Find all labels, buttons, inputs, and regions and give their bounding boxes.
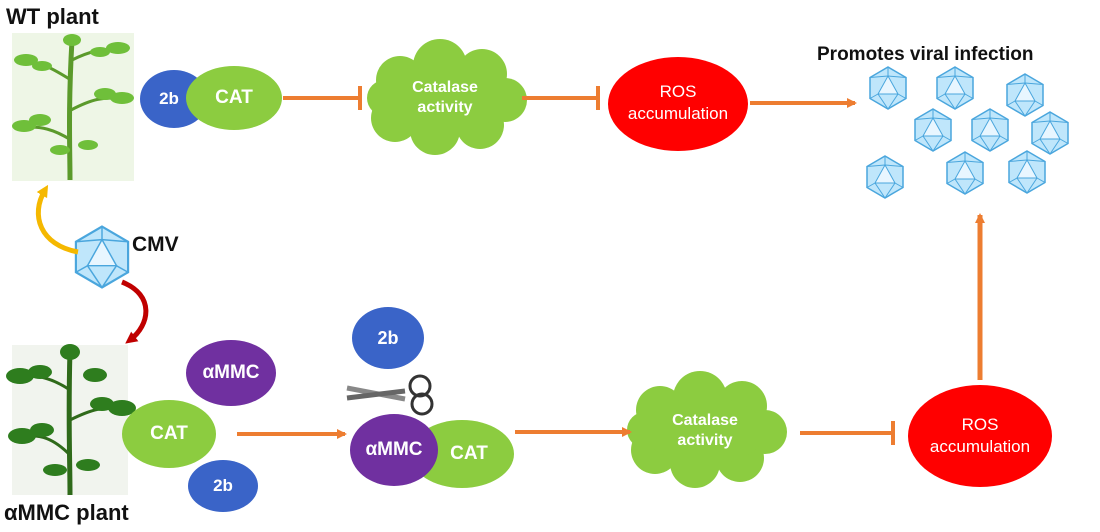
complex-ammc-protein: αMMC [350,414,438,486]
top-catalase-line2: activity [417,99,473,116]
released-2b-label: 2b [377,327,399,348]
cmv-virus-icon [74,225,130,289]
free-ammc-label: αMMC [202,362,260,383]
bottom-ros-node [908,385,1052,487]
top-ros-line2: accumulation [627,104,729,123]
free-cat-protein: CAT [122,400,216,468]
virus-particle-icon [866,155,904,199]
bottom-ros-text: ROS accumulation [908,414,1052,458]
bottom-catalase-line1: Catalase [672,412,738,429]
virus-particle-icon [946,151,984,195]
top-inhibit-catalase-to-ros [522,86,600,110]
wt-plant-label: WT plant [6,4,99,29]
arrow-cmv-to-ammc [120,279,149,344]
virus-particle-icon [869,66,907,110]
complex-ammc-label: αMMC [365,439,423,460]
ammc-plant-label: αMMC plant [4,500,129,525]
top-catalase-line1: Catalase [412,79,478,96]
top-catalase-cloud [367,39,527,155]
bottom-ros-line2: accumulation [929,437,1031,456]
bottom-catalase-text: Catalase activity [645,411,765,451]
top-catalase-text: Catalase activity [385,78,505,118]
complex-cat-label: CAT [450,443,488,464]
top-cat-protein: CAT [186,66,282,130]
top-ros-text: ROS accumulation [608,81,748,125]
virus-cluster [866,66,1069,199]
free-2b-protein: 2b [188,460,258,512]
virus-particle-icon [1031,111,1069,155]
free-2b-label: 2b [213,476,233,495]
scissors-icon [346,374,434,416]
top-cat-label: CAT [215,87,253,108]
virus-particle-icon [1006,73,1044,117]
free-ammc-protein: αMMC [186,340,276,406]
cmv-label: CMV [132,233,179,256]
bottom-catalase-cloud [627,371,787,488]
bottom-ros-line1: ROS [961,415,999,434]
ammc-plant-image [6,344,136,496]
top-ros-line1: ROS [659,82,697,101]
free-cat-label: CAT [150,423,188,444]
released-2b-protein: 2b [352,307,424,369]
virus-particle-icon [914,108,952,152]
virus-particle-icon [1008,150,1046,194]
arrow-cmv-to-wt [35,184,79,255]
top-2b-label: 2b [159,89,179,108]
virus-particle-icon [971,108,1009,152]
virus-particle-icon [936,66,974,110]
bottom-inhibit-catalase-to-ros [800,421,895,445]
top-ros-node [608,57,748,151]
top-inhibit-cat-to-catalase [283,86,362,110]
bottom-catalase-line2: activity [677,432,733,449]
promotes-viral-infection-label: Promotes viral infection [817,44,1034,65]
wt-plant-image [12,33,134,181]
